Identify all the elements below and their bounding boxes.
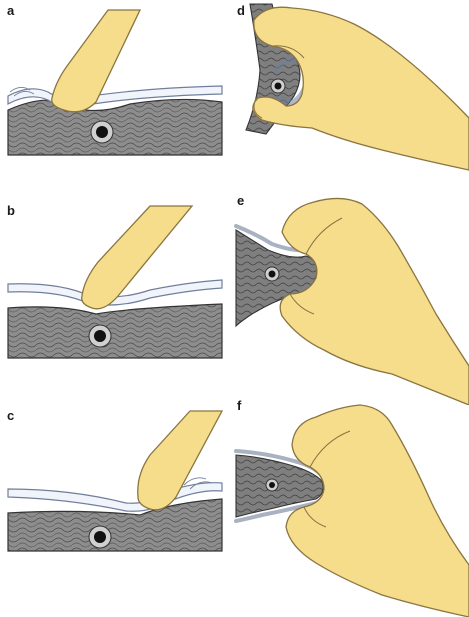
panel-a: a [0,0,232,190]
panel-label-e: e [237,193,245,208]
finger [81,205,194,310]
finger-outlines [253,45,305,119]
bandage-strip [7,482,223,512]
hand [285,404,469,617]
panel-f: f [232,395,469,617]
panel-d-illustration [245,3,469,171]
finger [51,9,142,113]
skin-section [7,303,223,359]
finger [137,410,224,511]
skin-fold [235,454,324,518]
panel-e-illustration [234,197,469,405]
panel-e: e [232,190,469,405]
vein [96,126,108,138]
finger-outlines [289,217,343,315]
bandage-folds [9,87,35,97]
panel-f-illustration [234,404,469,617]
panel-label-d: d [237,3,245,18]
panel-a-illustration [7,9,223,156]
vein [269,482,275,488]
skin-section [7,98,223,156]
panel-c: c [0,405,232,555]
panel-label-a: a [7,3,15,18]
panel-b: b [0,200,232,380]
panel-label-f: f [237,398,242,413]
hand [252,6,469,171]
vein [274,82,282,90]
vein [268,270,276,278]
panel-b-illustration [7,205,223,359]
hand [279,197,469,405]
vein [94,531,106,543]
vein [94,330,106,342]
panel-c-illustration [7,410,224,552]
panel-d: d [232,0,469,190]
bandage-folds [183,477,213,490]
finger-outlines [303,430,351,528]
skin-section [7,498,223,552]
panel-label-b: b [7,203,15,218]
panel-label-c: c [7,408,15,423]
